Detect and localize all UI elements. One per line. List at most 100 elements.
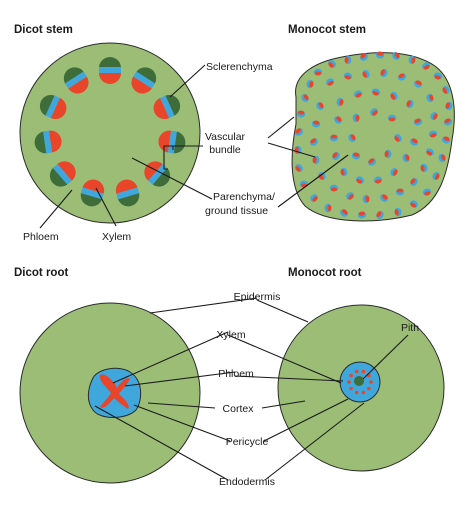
vascular-bundle <box>332 152 340 160</box>
label-sclerenchyma: Sclerenchyma <box>206 61 273 73</box>
vascular-bundle <box>392 52 400 60</box>
vascular-bundle <box>410 178 418 186</box>
xylem-tissue <box>441 154 446 161</box>
vascular-bundle <box>430 111 438 121</box>
xylem-tissue <box>313 120 320 125</box>
xylem-tissue <box>415 80 422 85</box>
label-pith: Pith <box>401 322 419 334</box>
xylem-tissue <box>443 136 450 141</box>
title-monocot-stem: Monocot stem <box>288 24 366 36</box>
vascular-bundle <box>432 171 440 181</box>
vascular-bundle <box>428 130 438 138</box>
xylem-tissue <box>303 94 309 101</box>
vascular-bundle <box>371 88 381 96</box>
xylem-tissue <box>314 71 322 76</box>
monocot-root-pith <box>354 376 364 386</box>
label-pericycle: Pericycle <box>226 436 269 448</box>
vascular-bundle <box>426 93 434 103</box>
xylem-tissue <box>153 98 170 120</box>
vascular-bundle <box>295 164 303 172</box>
vascular-bundle <box>370 108 378 116</box>
xylem-tissue <box>410 178 416 184</box>
xylem-tissue <box>444 118 451 123</box>
xylem-tissue <box>445 102 450 109</box>
xylem-tissue <box>394 52 400 59</box>
xylem-tissue <box>318 102 324 109</box>
xylem-tissue <box>380 69 385 76</box>
vascular-bundle <box>348 134 356 142</box>
xylem-tissue <box>396 188 404 193</box>
title-dicot-stem: Dicot stem <box>14 24 73 36</box>
sclerenchyma-cap <box>117 192 140 207</box>
vascular-bundle <box>368 158 376 166</box>
vascular-bundle <box>153 94 181 120</box>
xylem-dot <box>354 390 359 395</box>
xylem-tissue <box>327 80 334 86</box>
xylem-tissue <box>365 195 370 203</box>
vascular-bundle <box>115 179 140 207</box>
leader-lines <box>39 64 409 481</box>
vascular-bundle <box>410 200 418 208</box>
vascular-bundle <box>426 148 434 156</box>
sclerenchyma-cap <box>99 57 121 68</box>
xylem-tissue <box>295 128 301 134</box>
vascular-bundle <box>373 176 383 184</box>
xylem-tissue <box>390 93 395 100</box>
phloem-tissue <box>148 164 168 185</box>
vascular-bundle <box>34 130 62 154</box>
xylem-tissue <box>372 91 379 96</box>
xylem-tissue <box>384 150 389 158</box>
vascular-bundle <box>80 179 105 207</box>
xylem-dot <box>349 386 353 391</box>
vascular-bundle <box>346 192 354 200</box>
xylem-tissue <box>430 133 437 138</box>
phloem-tissue <box>65 71 87 89</box>
xylem-tissue <box>330 187 338 192</box>
vascular-bundle <box>340 209 348 217</box>
title-monocot-root: Monocot root <box>288 267 362 279</box>
xylem-tissue <box>115 179 138 194</box>
xylem-tissue <box>406 100 411 107</box>
xylem-tissue <box>394 209 399 216</box>
vascular-bundle <box>343 72 353 80</box>
xylem-tissue <box>57 161 76 181</box>
dicot-stem <box>19 42 201 224</box>
vascular-bundle <box>409 138 419 146</box>
vascular-bundle <box>312 155 320 165</box>
phloem-tissue <box>99 67 121 73</box>
vascular-bundle <box>334 116 342 124</box>
xylem-tissue <box>368 158 375 164</box>
label-epidermis: Epidermis <box>234 291 281 303</box>
xylem-dot <box>361 390 366 395</box>
xylem-tissue <box>353 152 360 157</box>
vascular-bundle <box>360 53 368 61</box>
label-parenchyma-line1: Parenchyma/ <box>213 191 275 203</box>
vascular-bundle <box>296 110 306 118</box>
xylem-tissue <box>99 73 121 84</box>
vascular-bundle <box>316 102 324 110</box>
vascular-bundle <box>394 134 402 142</box>
monocot-stem-vascular-bundles <box>294 51 453 219</box>
label-vascular-bundle-line1: Vascular <box>205 131 246 143</box>
xylem-tissue <box>49 130 62 153</box>
vascular-bundle <box>353 90 363 98</box>
xylem-tissue <box>312 156 317 164</box>
phloem-tissue <box>167 130 177 154</box>
vascular-bundle <box>340 167 348 177</box>
xylem-tissue <box>424 191 431 196</box>
xylem-tissue <box>434 173 440 180</box>
vascular-bundle <box>310 194 318 202</box>
xylem-tissue <box>310 138 316 144</box>
vascular-bundle <box>39 94 67 120</box>
vascular-bundle <box>336 97 344 107</box>
xylem-tissue <box>350 134 356 141</box>
vascular-bundle <box>413 80 423 88</box>
xylem-dot <box>347 380 351 384</box>
xylem-tissue <box>382 194 388 200</box>
vascular-bundle <box>158 130 186 154</box>
xylem-dot <box>354 369 359 374</box>
vascular-bundle <box>441 136 451 144</box>
xylem-tissue <box>348 194 354 200</box>
vascular-bundle <box>63 67 89 94</box>
vascular-bundle <box>420 163 428 173</box>
